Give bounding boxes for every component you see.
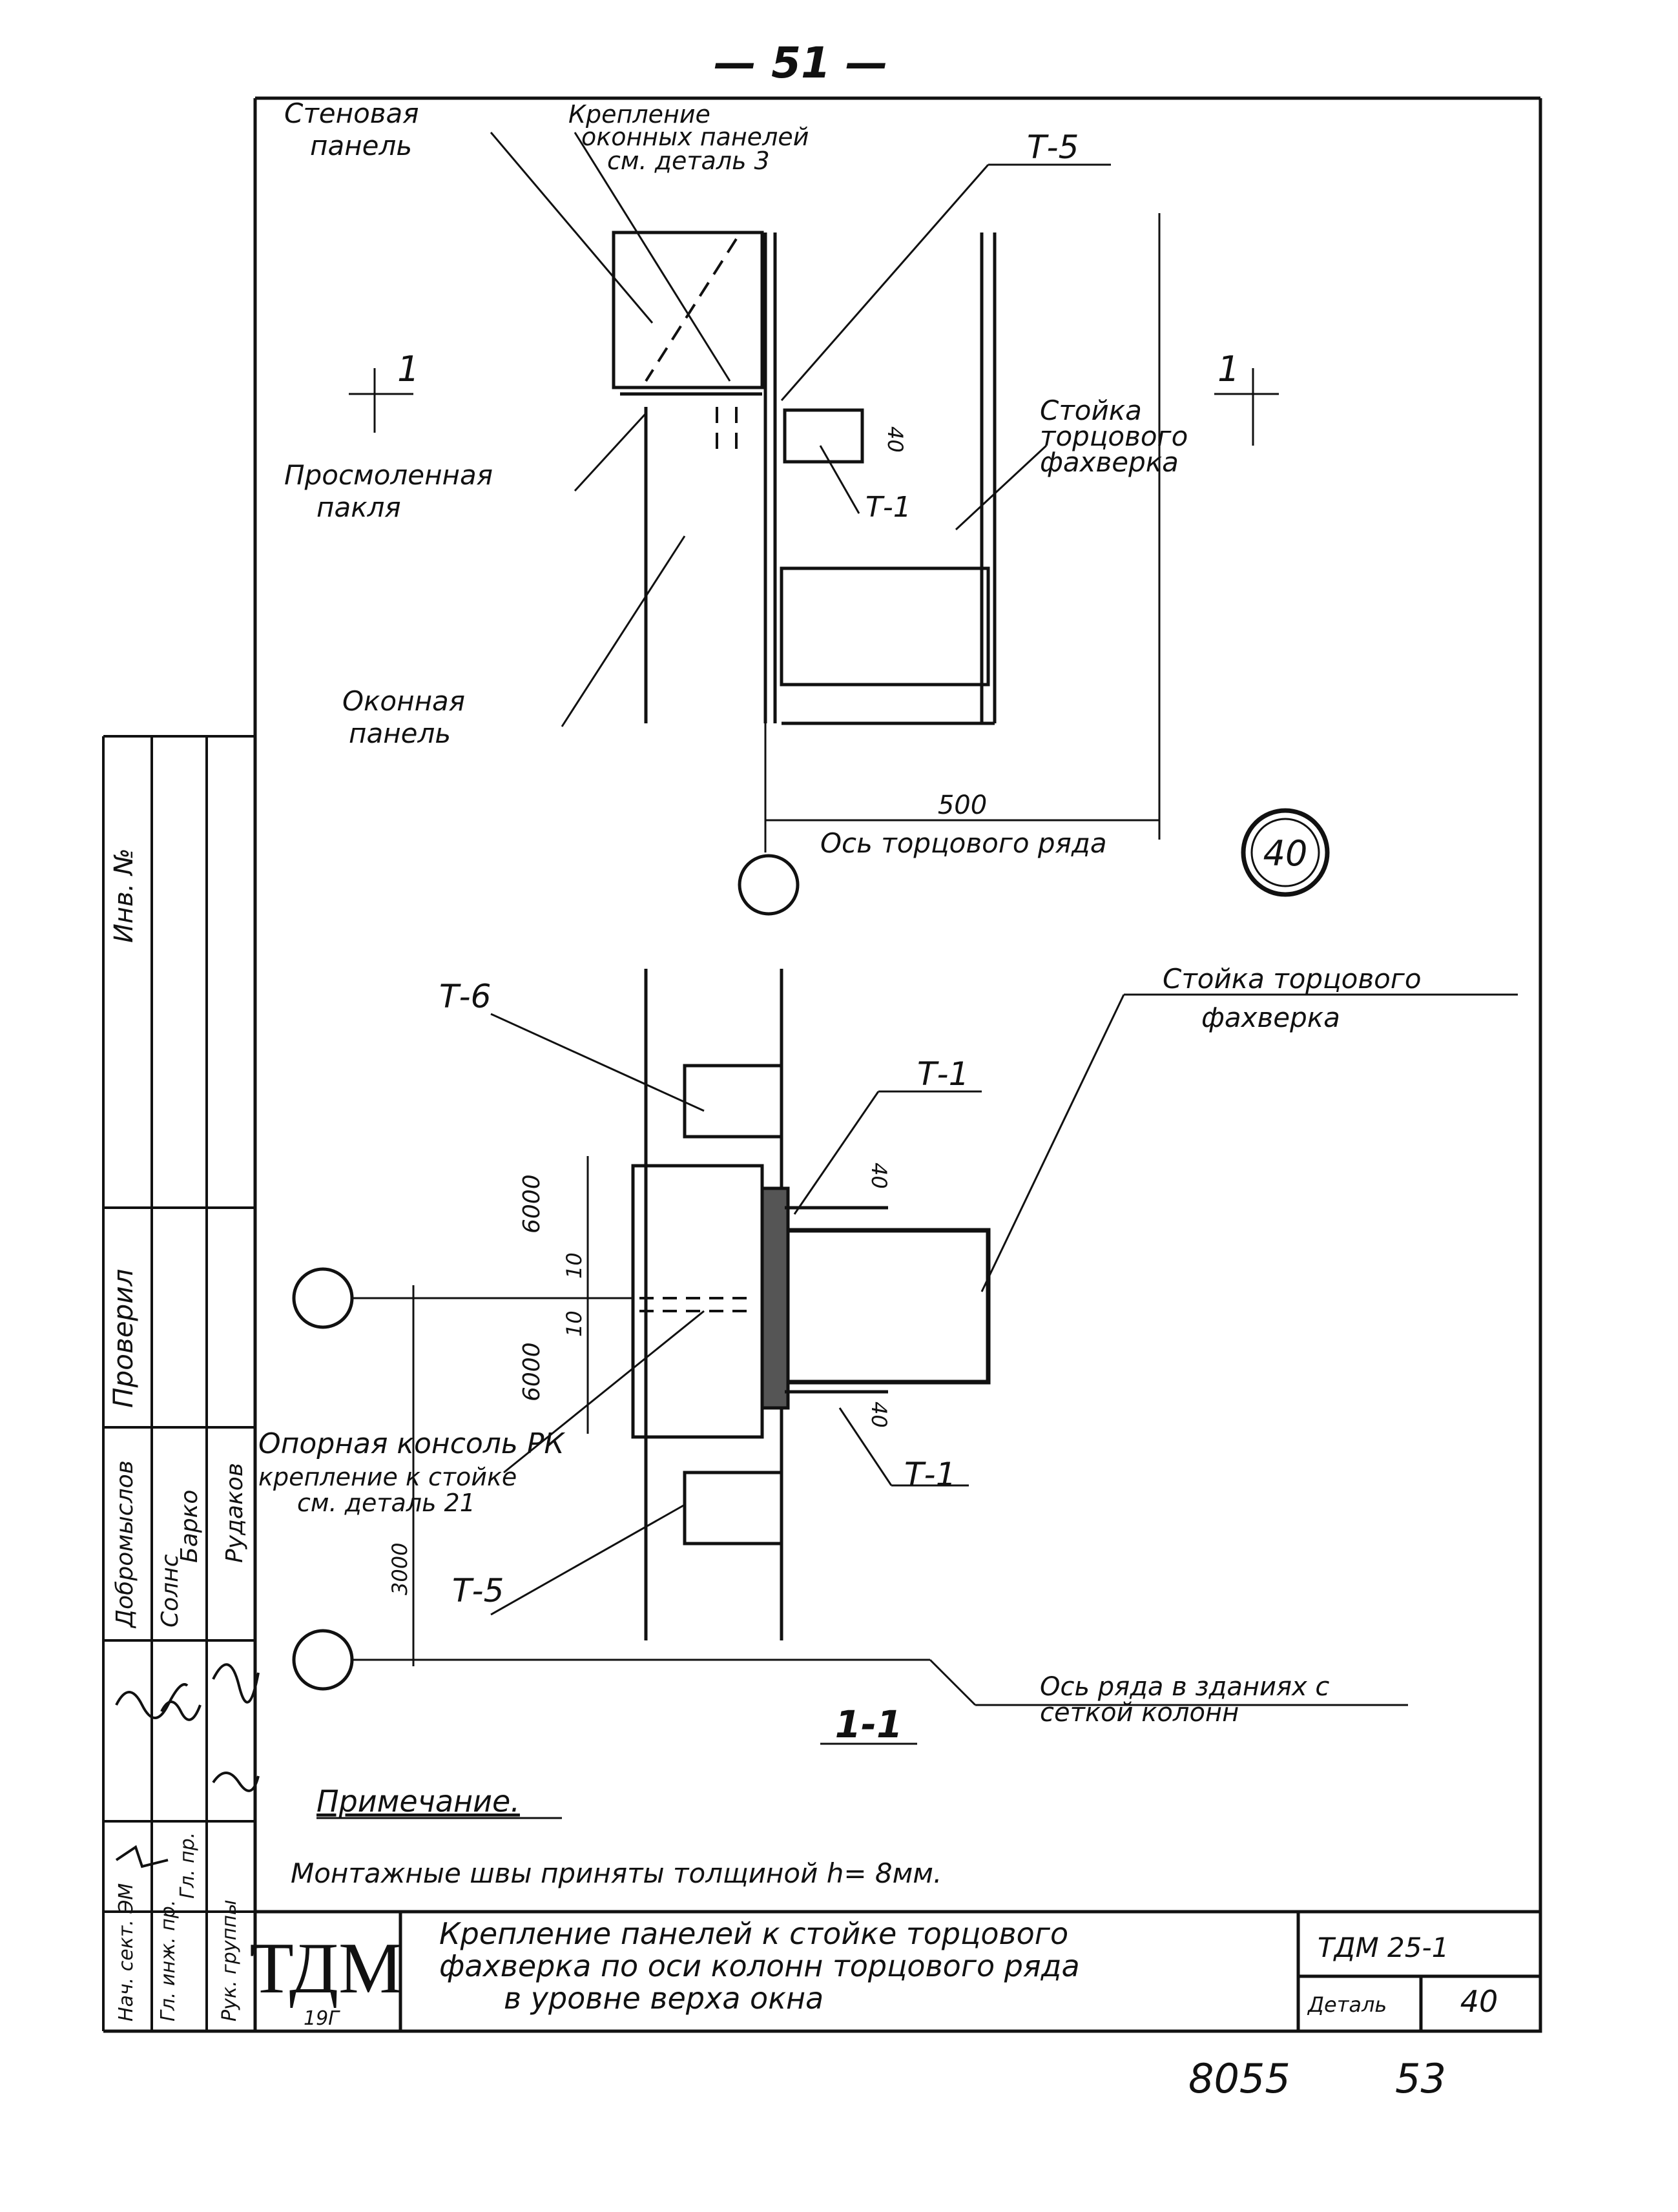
drawing-frame	[103, 96, 1542, 2033]
bottom-number-left: 8055	[1188, 2055, 1290, 2102]
detail-number: 40	[1263, 833, 1308, 874]
title-line-1: Крепление панелей к стойке торцового	[439, 1916, 1068, 1951]
stamp-name-2: Солнс	[157, 1554, 183, 1628]
label-post-upper-1: Стойка	[1040, 395, 1142, 426]
title-code: ТДМ 25-1	[1318, 1932, 1449, 1963]
stamp-inv-label: Инв. №	[109, 848, 139, 943]
upper-view: Стеновая панель Крепление оконных панеле…	[284, 98, 1330, 916]
stamp-role-2: Гл. инж. пр.	[157, 1900, 180, 2021]
dim-500: 500	[938, 791, 987, 820]
detail-number-circle	[1241, 808, 1330, 897]
dim-40-upper: 40	[883, 426, 907, 453]
section-title: 1-1	[835, 1702, 903, 1746]
label-t6: Т-6	[439, 978, 491, 1015]
stamp-name-3: Барко	[176, 1490, 203, 1563]
label-console-fastening-2: см. деталь 21	[297, 1489, 475, 1517]
dim-6000-top: 6000	[519, 1174, 545, 1234]
title-block: ТДМ 19Г Крепление панелей к стойке торцо…	[249, 1910, 1542, 2033]
stamp-name-4: Рудаков	[222, 1463, 248, 1563]
axis-caption-upper: Ось торцового ряда	[820, 827, 1107, 859]
label-t5-upper: Т-5	[1027, 129, 1079, 166]
title-detail-label: Деталь	[1307, 1992, 1387, 2017]
label-post-section-2: фахверка	[1201, 1002, 1340, 1033]
label-tarred-tow-2: пакля	[316, 491, 401, 523]
label-post-section-1: Стойка торцового	[1163, 963, 1422, 995]
note-heading: Примечание.	[316, 1784, 520, 1819]
section-mark-left: 1	[397, 349, 419, 389]
label-t5-section: Т-5	[452, 1572, 504, 1609]
label-window-panel-1: Оконная	[342, 685, 465, 717]
axis-caption-section-2: сеткой колонн	[1040, 1698, 1239, 1728]
stamp-role-1: Нач. сект. ЭМ	[115, 1883, 138, 2021]
stamp-role-3: Гл. пр.	[176, 1832, 199, 1899]
dim-40-bottom: 40	[867, 1401, 891, 1428]
label-wall-panel-2: панель	[310, 130, 412, 161]
title-logo: ТДМ	[249, 1928, 402, 2009]
title-line-3: в уровне верха окна	[504, 1981, 823, 2016]
stamp-name-1: Добромыслов	[112, 1460, 138, 1629]
section-mark-right: 1	[1217, 349, 1239, 389]
label-window-panel-2: панель	[349, 718, 451, 749]
dim-10-bottom: 10	[562, 1310, 586, 1337]
label-t1-section-bottom: Т-1	[904, 1456, 956, 1493]
axis-caption-section-1: Ось ряда в зданиях с	[1040, 1672, 1329, 1702]
label-window-fastening-1: Крепление	[568, 100, 710, 129]
label-console: Опорная консоль РК	[258, 1427, 565, 1460]
title-logo-sub: 19Г	[304, 2007, 340, 2030]
label-post-upper-3: фахверка	[1040, 446, 1179, 478]
stamp-signatures	[115, 1663, 260, 1868]
note-text: Монтажные швы приняты толщиной h= 8мм.	[291, 1857, 942, 1889]
label-window-fastening-3: см. деталь 3	[607, 147, 770, 175]
label-post-upper-2: торцового	[1040, 420, 1188, 452]
dim-6000-bottom: 6000	[519, 1342, 545, 1401]
dim-40-top: 40	[867, 1163, 891, 1189]
stamp-checked-label: Проверил	[107, 1269, 139, 1408]
title-detail-value: 40	[1460, 1984, 1498, 2019]
page-number-top: — 51 —	[714, 38, 888, 88]
dim-10-top: 10	[562, 1252, 586, 1279]
stamp-role-4: Рук. группы	[218, 1899, 241, 2021]
label-tarred-tow-1: Просмоленная	[284, 459, 493, 491]
title-line-2: фахверка по оси колонн торцового ряда	[439, 1948, 1080, 1983]
note: Примечание. Монтажные швы приняты толщин…	[291, 1784, 942, 1889]
dim-3000: 3000	[388, 1543, 412, 1595]
section-view: Т-6 Стойка торцового фахверка Т-1 Т-1 60…	[258, 963, 1518, 1746]
label-console-fastening-1: крепление к стойке	[258, 1463, 517, 1491]
label-t1-upper: Т-1	[865, 491, 911, 524]
label-window-fastening-2: оконных панелей	[581, 123, 809, 151]
bottom-number-right: 53	[1395, 2055, 1446, 2102]
label-t1-section-top: Т-1	[917, 1055, 969, 1093]
label-wall-panel-1: Стеновая	[284, 98, 419, 129]
side-stamp: Инв. № Проверил Нач. сект. ЭМ Гл. инж. п…	[102, 735, 260, 2031]
